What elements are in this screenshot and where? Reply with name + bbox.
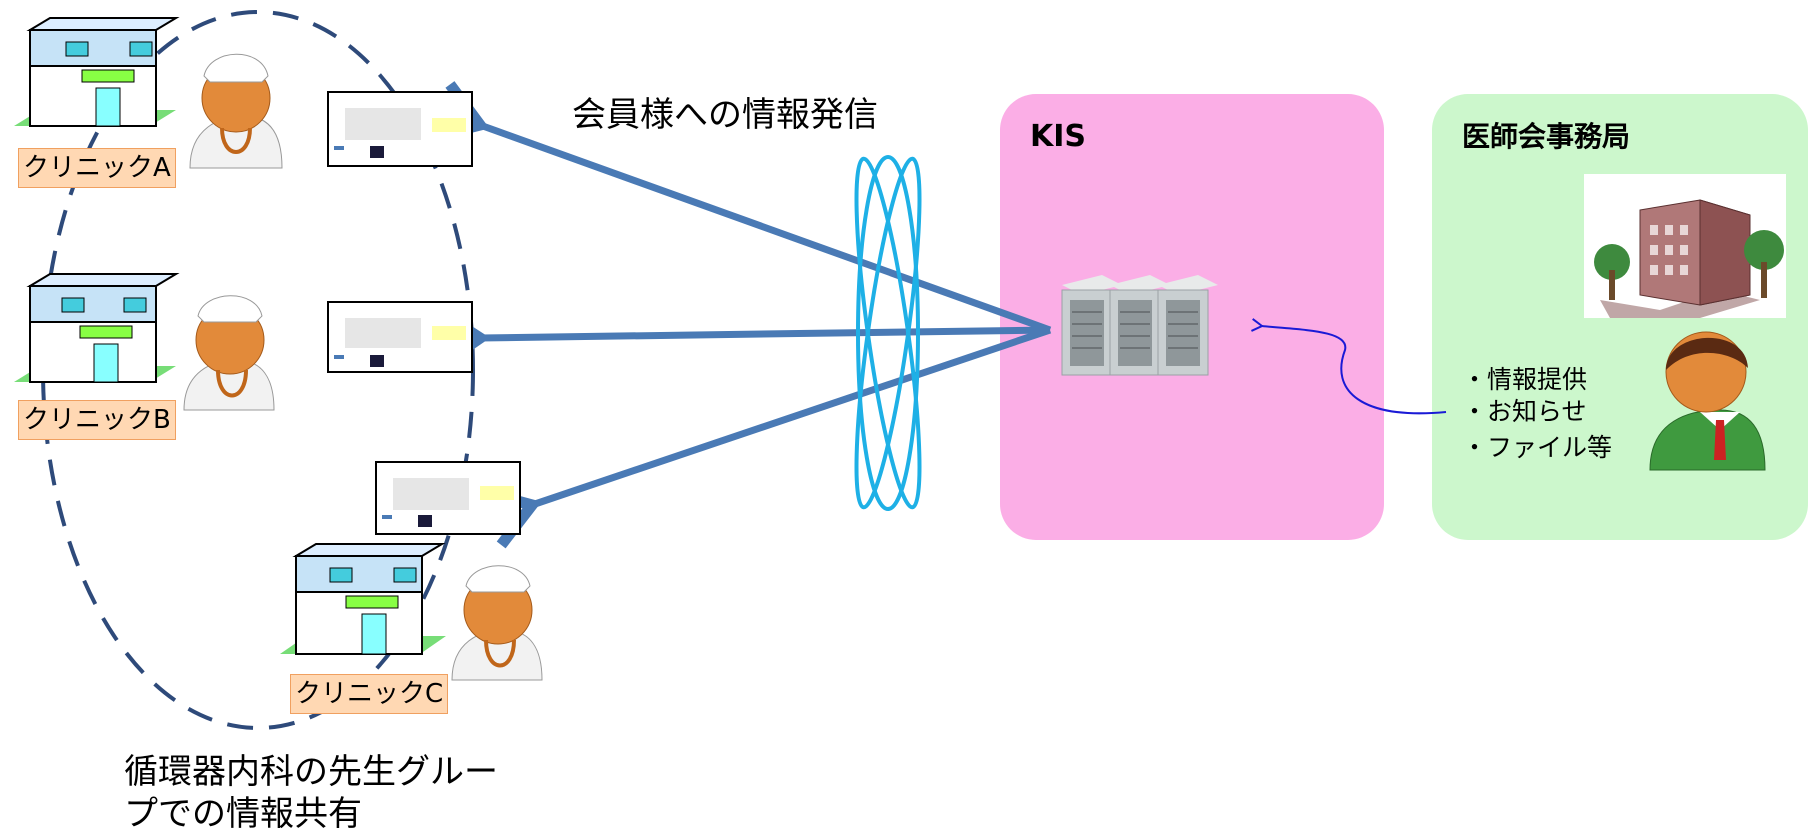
group-caption-line-1: 循環器内科の先生グルー — [124, 752, 498, 792]
clinic-b-label: クリニックB — [18, 400, 176, 440]
portal-thumbnail-3 — [375, 461, 521, 535]
clinic-c-label: クリニックC — [290, 674, 449, 714]
clinic-a-doctor-icon — [189, 53, 283, 169]
info-item-1: ・情報提供 — [1462, 365, 1587, 394]
clinic-c-building-icon — [280, 543, 446, 655]
portal-thumbnail-2 — [327, 301, 473, 373]
clinic-b-building-icon — [14, 273, 180, 383]
headline: 会員様への情報発信 — [572, 95, 878, 135]
office-building-icon — [1584, 174, 1786, 318]
clinic-b-doctor-icon — [183, 295, 275, 411]
server-rack-icon — [1061, 275, 1218, 376]
info-item-2: ・お知らせ — [1462, 397, 1587, 426]
kis-title: KIS — [1030, 119, 1086, 154]
office-title: 医師会事務局 — [1462, 120, 1630, 153]
office-staff-icon — [1649, 331, 1766, 471]
clinic-a-label: クリニックA — [18, 148, 176, 188]
bundle-ellipses-icon — [854, 155, 922, 511]
clinic-a-building-icon — [14, 17, 180, 127]
clinic-c-doctor-icon — [451, 565, 543, 681]
info-item-3: ・ファイル等 — [1462, 433, 1612, 462]
broadcast-arrows — [429, 81, 1052, 549]
group-caption-line-2: プでの情報共有 — [124, 794, 362, 834]
upload-arrow — [1251, 318, 1447, 415]
portal-thumbnail-1 — [327, 91, 473, 167]
